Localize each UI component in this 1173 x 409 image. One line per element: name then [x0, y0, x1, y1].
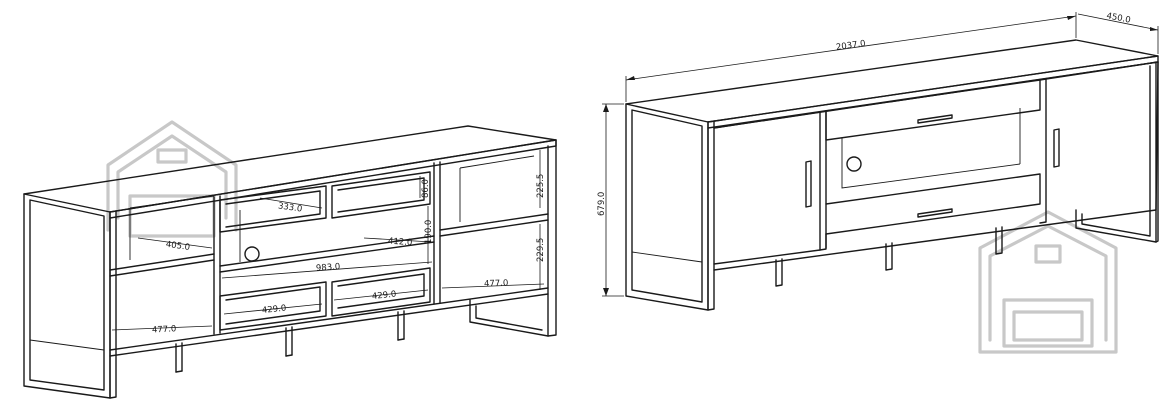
left-view-dimension-labels: 333.0 86.0 405.0 225.5 412.0 190.0 229.5…	[152, 174, 546, 336]
dim-right-bottom-depth: 477.0	[484, 279, 509, 290]
dim-depth: 450.0	[1106, 11, 1132, 25]
left-cabinet-view	[23, 125, 557, 399]
dim-drawer-right-width: 429.0	[372, 290, 397, 302]
dim-top-right-height: 225.5	[536, 174, 546, 198]
dim-height: 679.0	[597, 192, 607, 216]
right-view-dimension-labels: 2037.0 450.0 679.0	[597, 11, 1131, 216]
dim-bottom-right-height: 229.5	[536, 238, 546, 262]
dim-small-drawer-height: 86.0	[421, 179, 431, 198]
right-cabinet-view	[625, 39, 1159, 311]
dim-inner-width: 983.0	[316, 262, 341, 274]
dim-left-bottom-depth: 477.0	[152, 324, 177, 335]
dim-middle-height: 190.0	[424, 220, 434, 244]
right-view-dimension-lines	[602, 12, 1159, 297]
watermark-logo-right	[978, 210, 1118, 354]
dim-total-width: 2037.0	[835, 39, 866, 53]
dim-drawer-left-width: 429.0	[262, 304, 287, 316]
dim-middle-depth: 412.0	[388, 236, 413, 248]
watermark-logo-left	[106, 120, 238, 238]
left-view-dimension-lines	[111, 150, 545, 331]
dim-left-shelf-depth: 405.0	[165, 240, 190, 253]
dim-top-depth: 333.0	[277, 201, 302, 214]
